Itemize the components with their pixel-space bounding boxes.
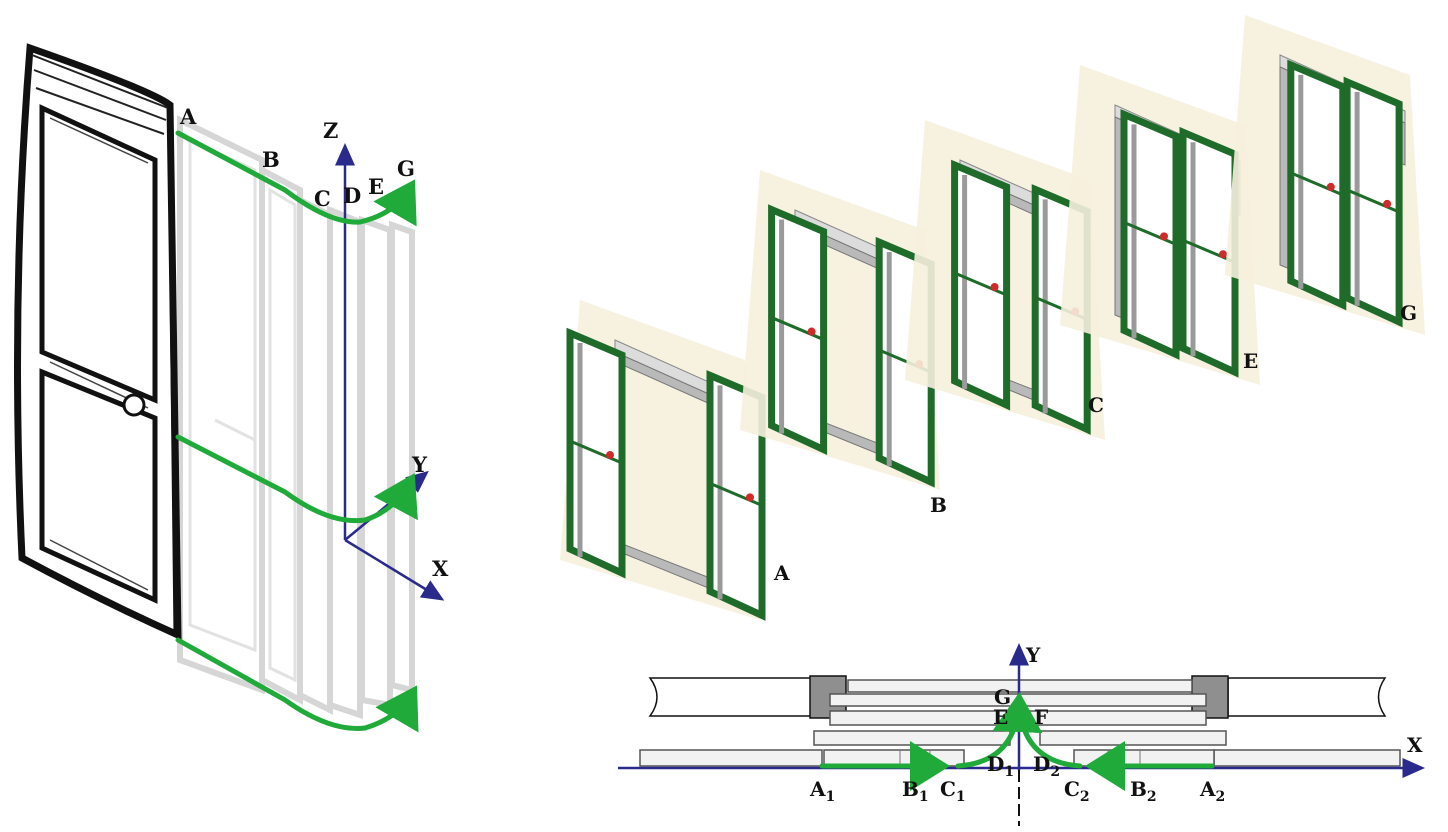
- plan-point-label-c1: C1: [940, 777, 966, 805]
- stage-label: A: [773, 561, 790, 585]
- plan-point-label-g: G: [994, 685, 1011, 709]
- plan-point-label-a2: A2: [1199, 777, 1225, 805]
- door-edge: [167, 104, 179, 637]
- sequence-stage-g: G: [1225, 15, 1425, 335]
- point-label-b: B: [262, 147, 280, 172]
- sequence-view: A B C E G: [560, 15, 1425, 621]
- point-label-g: G: [397, 156, 415, 181]
- ghost-door-1: [177, 115, 265, 695]
- point-label-a: A: [179, 104, 197, 129]
- ghost-door-2: [259, 165, 303, 705]
- plan-point-label-b2: B2: [1130, 777, 1157, 805]
- panel-c-left: [813, 730, 1011, 746]
- stage-panel-right: [1179, 126, 1239, 378]
- plan-point-label-d1: D1: [987, 752, 1014, 780]
- stage-panel-left: [1287, 59, 1347, 311]
- door-glass-lower: [39, 368, 158, 604]
- stage-handle: [606, 451, 614, 460]
- ghost-door-6: [389, 220, 415, 694]
- point-label-e: E: [368, 174, 384, 199]
- stage-handle: [990, 283, 999, 292]
- sequence-stage-a: A: [560, 300, 790, 621]
- ghost-door-3: [297, 195, 333, 715]
- motion-path-top: [175, 130, 417, 227]
- plan-axis-label-y: Y: [1025, 643, 1041, 667]
- left-isometric-view: A B C D E G Z Y X: [14, 43, 449, 733]
- stage-handle: [1160, 232, 1168, 241]
- stage-panel-left: [768, 204, 828, 456]
- axis-label-z: Z: [323, 118, 338, 143]
- plan-axis-label-x: X: [1407, 733, 1423, 757]
- point-label-d: D: [343, 183, 361, 208]
- axis-label-y: Y: [411, 452, 428, 477]
- door-glass-upper: [39, 104, 158, 404]
- plan-path-left-curve: [955, 692, 1043, 769]
- plan-point-label-c2: C2: [1064, 777, 1090, 805]
- x-axis: [344, 538, 445, 601]
- stage-panel-right: [1343, 76, 1403, 328]
- plan-point-label-f: F: [1034, 705, 1048, 729]
- stage-panel-left: [951, 159, 1011, 411]
- motion-paths: [175, 130, 419, 733]
- stage-handle: [1219, 250, 1227, 259]
- panel-a-right: [1213, 749, 1401, 767]
- door-top-rail: [31, 54, 169, 135]
- panel-a-left: [639, 749, 823, 767]
- plan-path-right-curve: [1016, 699, 1083, 769]
- ghost-door-5: [359, 215, 393, 709]
- door-handle: [122, 393, 146, 417]
- stage-handle: [807, 327, 816, 336]
- stage-handle: [1326, 182, 1335, 191]
- stage-label: G: [1400, 301, 1417, 325]
- stage-label: B: [930, 493, 947, 517]
- ghost-door-details: [188, 137, 297, 683]
- wall-left: [648, 677, 813, 717]
- plan-point-label-a1: A1: [809, 777, 835, 805]
- plan-motion-paths: [819, 692, 1215, 791]
- stage-panel-left: [1120, 109, 1180, 360]
- point-label-c: C: [314, 186, 331, 211]
- sequence-stage-c: C: [905, 120, 1105, 440]
- stage-panel-left: [566, 327, 626, 579]
- plan-point-label-e: E: [993, 705, 1008, 729]
- plan-point-label-b1: B1: [902, 777, 929, 805]
- plan-point-label-d2: D2: [1033, 752, 1060, 780]
- sequence-stage-b: B: [740, 170, 947, 517]
- main-door: [14, 43, 182, 641]
- axis-label-x: X: [432, 556, 449, 581]
- stage-label: C: [1088, 393, 1104, 417]
- sequence-stage-e: E: [1060, 65, 1260, 385]
- stage-label: E: [1243, 349, 1258, 373]
- motion-path-bottom: [175, 637, 419, 733]
- stage-handle: [746, 493, 754, 502]
- wall-right: [1227, 677, 1387, 717]
- panel-c-right: [1039, 730, 1227, 746]
- stage-handle: [1383, 199, 1392, 208]
- motion-path-middle: [175, 434, 418, 524]
- ghost-door-4: [327, 205, 363, 720]
